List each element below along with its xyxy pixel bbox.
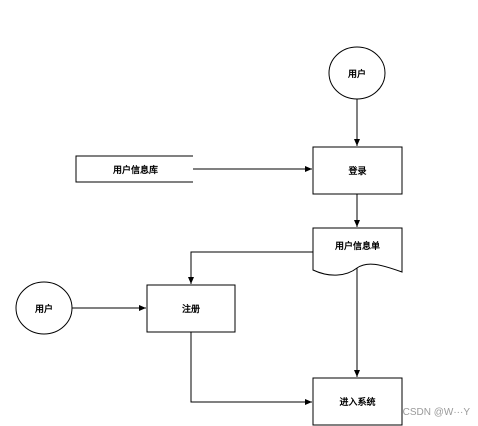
user-info-document-shape xyxy=(312,227,403,276)
user-info-label: 用户信息单 xyxy=(334,241,380,252)
edge-register-to-enter-system xyxy=(190,332,312,405)
watermark: CSDN @W···Y xyxy=(402,407,470,418)
enter-system-box xyxy=(312,377,403,426)
login-label: 登录 xyxy=(348,166,367,177)
enter-system-label: 进入系统 xyxy=(339,397,376,408)
login-box xyxy=(312,146,403,195)
user-db-label: 用户信息库 xyxy=(112,165,158,176)
register-label: 注册 xyxy=(181,304,200,315)
user-db-store-shape xyxy=(75,155,193,183)
edge-user-info-to-register xyxy=(188,251,313,284)
user-top-label: 用户 xyxy=(347,69,366,80)
register-box xyxy=(146,284,236,333)
user-left-label: 用户 xyxy=(34,304,53,315)
